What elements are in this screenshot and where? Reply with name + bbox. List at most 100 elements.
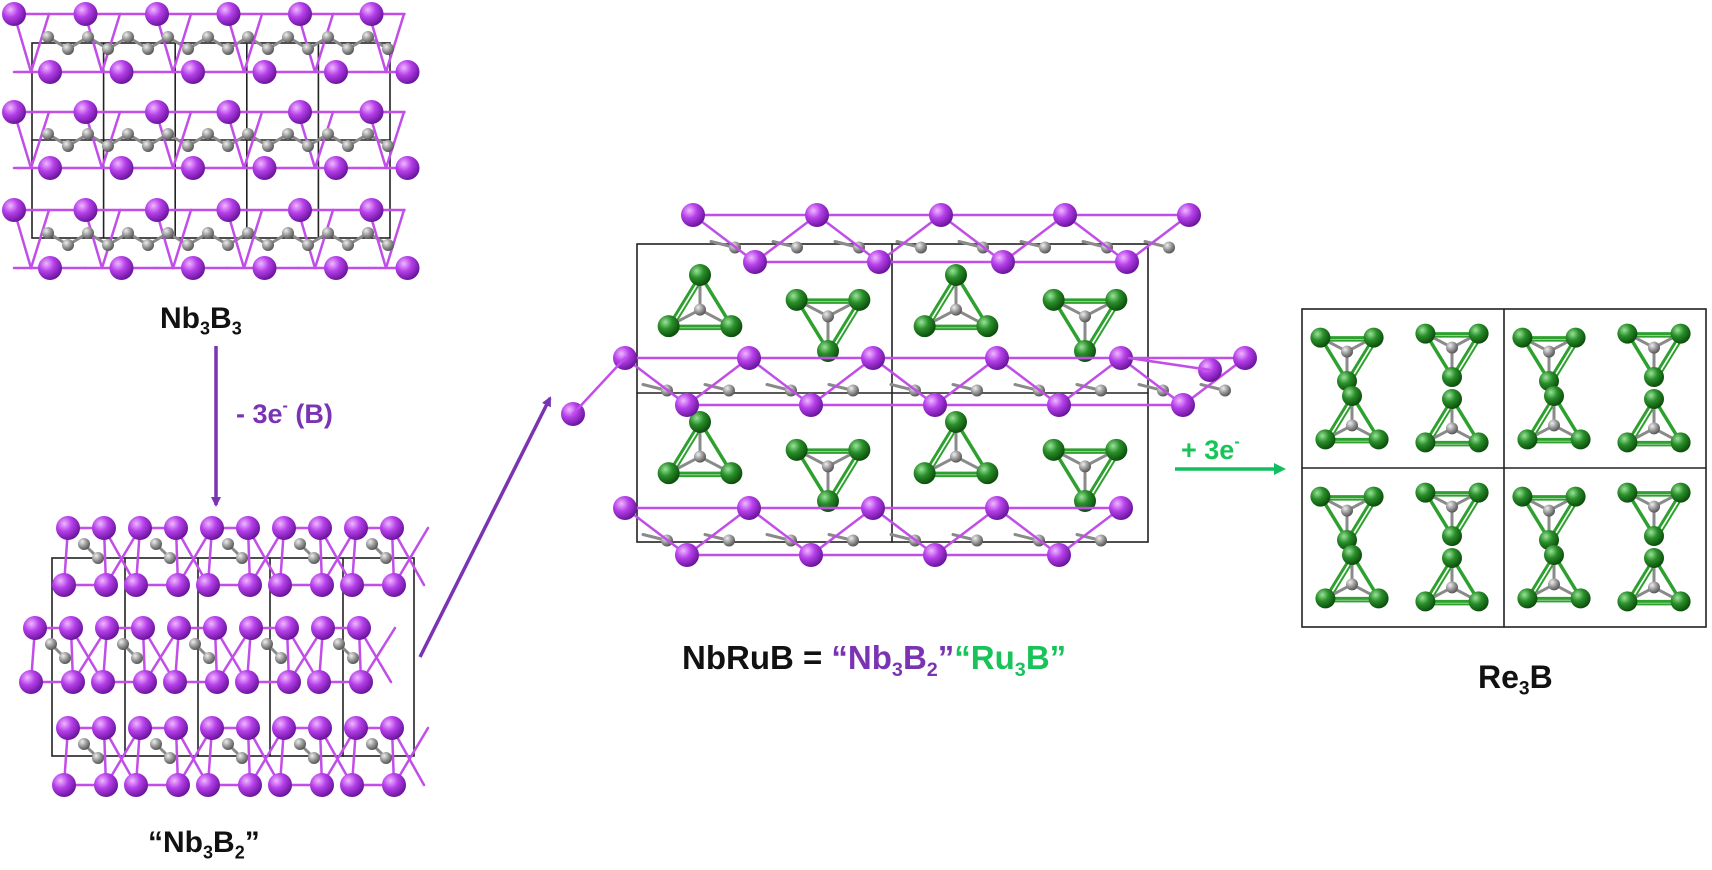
label-nb3b2: “Nb3B2” bbox=[148, 826, 260, 863]
nb-atom bbox=[92, 516, 116, 540]
boron-atom bbox=[92, 552, 104, 564]
nb-atom bbox=[311, 616, 335, 640]
nb-atom bbox=[52, 573, 76, 597]
nb-atom bbox=[1115, 250, 1139, 274]
boron-atom bbox=[847, 384, 859, 397]
boron-atom bbox=[142, 43, 154, 55]
nb-atom bbox=[196, 573, 220, 597]
boron-atom bbox=[1548, 578, 1560, 591]
bond bbox=[933, 506, 999, 557]
boron-atom bbox=[302, 43, 314, 55]
boron-atom bbox=[362, 31, 374, 43]
ru-atom bbox=[1074, 340, 1096, 362]
nb-atom bbox=[38, 256, 62, 280]
ru-atom bbox=[1544, 386, 1564, 406]
bond bbox=[871, 356, 937, 407]
bond bbox=[1119, 356, 1185, 407]
nb-atom bbox=[737, 496, 761, 520]
boron-atom bbox=[236, 752, 248, 764]
nb-atom bbox=[145, 100, 169, 124]
ru-atom bbox=[1363, 486, 1384, 507]
nb-atom bbox=[395, 60, 420, 84]
ru-atom bbox=[785, 438, 808, 461]
ru-atom bbox=[1570, 429, 1591, 450]
boron-atom bbox=[822, 310, 834, 323]
ru-atom bbox=[945, 264, 967, 286]
ru-atom bbox=[1617, 323, 1638, 344]
bond bbox=[871, 506, 937, 557]
ru-atom bbox=[1042, 288, 1065, 311]
nb-atom bbox=[1109, 346, 1133, 370]
bond bbox=[29, 12, 51, 74]
nb-atom bbox=[61, 670, 85, 694]
ru-atom bbox=[1342, 545, 1362, 565]
boron-atom bbox=[1079, 310, 1091, 323]
boron-atom bbox=[1341, 504, 1353, 517]
nb-atom bbox=[359, 2, 384, 26]
ru-atom bbox=[1415, 591, 1436, 612]
bond bbox=[571, 356, 627, 416]
boron-atom bbox=[950, 450, 962, 463]
boron-atom bbox=[164, 752, 176, 764]
ru-atom bbox=[1368, 588, 1389, 609]
re3b-structure bbox=[1301, 308, 1707, 628]
label-minus-3e: - 3e- (B) bbox=[236, 397, 333, 430]
boron-atom bbox=[59, 652, 71, 664]
nb-atom bbox=[923, 393, 947, 417]
nb-atom bbox=[2, 198, 26, 222]
bond bbox=[623, 506, 689, 557]
bond bbox=[29, 208, 51, 270]
boron-atom bbox=[1095, 534, 1107, 547]
bond bbox=[171, 12, 193, 74]
ru-atom bbox=[817, 340, 839, 362]
nb-atom bbox=[252, 156, 277, 180]
nb-atom bbox=[95, 616, 119, 640]
nb-atom bbox=[252, 60, 277, 84]
boron-atom bbox=[694, 450, 706, 463]
nb-atom bbox=[991, 250, 1015, 274]
nb-atom bbox=[196, 773, 220, 797]
boron-atom bbox=[162, 227, 174, 239]
nb-atom bbox=[275, 616, 299, 640]
boron-atom bbox=[82, 227, 94, 239]
bond bbox=[747, 506, 813, 557]
nb-atom bbox=[91, 670, 115, 694]
bond bbox=[877, 213, 943, 264]
ru-atom bbox=[817, 490, 839, 512]
boron-atom bbox=[102, 140, 114, 152]
bond bbox=[384, 208, 406, 270]
boron-atom bbox=[382, 43, 394, 55]
bond bbox=[995, 356, 1061, 407]
boron-atom bbox=[164, 552, 176, 564]
nb-atom bbox=[395, 156, 420, 180]
boron-atom bbox=[122, 128, 134, 140]
nb-atom bbox=[743, 250, 767, 274]
nb-atom bbox=[380, 516, 404, 540]
boron-atom bbox=[294, 538, 306, 550]
boron-atom bbox=[366, 538, 378, 550]
boron-atom bbox=[162, 31, 174, 43]
nb-atom bbox=[277, 670, 301, 694]
nb-atom bbox=[59, 616, 83, 640]
nb-atom bbox=[38, 156, 62, 180]
nb-atom bbox=[164, 516, 188, 540]
nb-atom bbox=[203, 616, 227, 640]
boron-atom bbox=[42, 128, 54, 140]
nb-atom bbox=[109, 256, 134, 280]
ru-atom bbox=[657, 462, 680, 485]
nb-atom bbox=[308, 716, 332, 740]
nb-atom bbox=[235, 670, 259, 694]
boron-atom bbox=[62, 140, 74, 152]
nb-atom bbox=[145, 2, 169, 26]
arrow-diagonal-icon bbox=[418, 396, 552, 658]
ru-atom bbox=[1565, 327, 1586, 348]
boron-atom bbox=[1648, 422, 1660, 435]
ru-atom bbox=[1442, 367, 1462, 387]
boron-atom bbox=[242, 128, 254, 140]
ru-atom bbox=[1310, 327, 1331, 348]
bond bbox=[815, 213, 881, 264]
nb-atom bbox=[1233, 346, 1257, 370]
boron-atom bbox=[150, 738, 162, 750]
nb-atom bbox=[929, 203, 953, 227]
ru-atom bbox=[720, 462, 743, 485]
